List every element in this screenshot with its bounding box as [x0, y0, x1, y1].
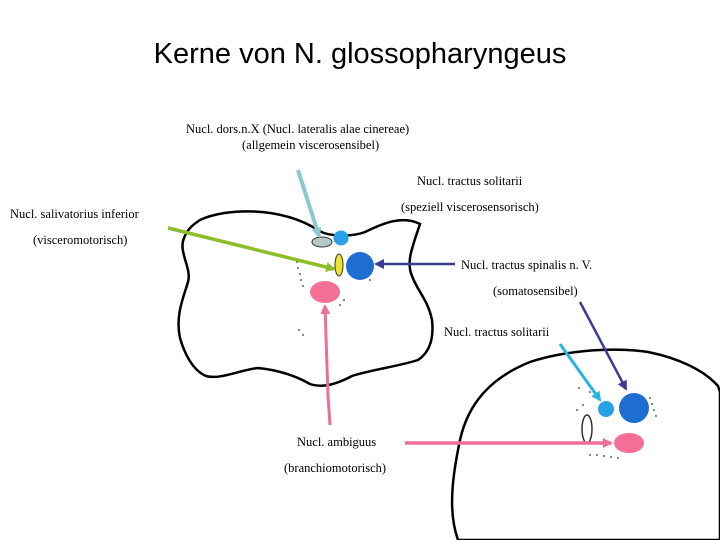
label-ambiguus: Nucl. ambiguus	[297, 435, 377, 449]
medulla-cross-section-outline	[177, 210, 434, 387]
nucleus-tractus-solitarii	[333, 230, 349, 246]
nucleus-ambiguus	[310, 281, 340, 303]
arrow-salivatorius	[167, 226, 336, 272]
nucleus-ambiguus-lower	[614, 433, 644, 453]
nucleus-outline-lower	[581, 414, 593, 444]
label-salivatorius-subtitle: (visceromotorisch)	[33, 233, 128, 247]
label-salivatorius: Nucl. salivatorius inferior	[10, 207, 139, 221]
page-title: Kerne von N. glossopharyngeus	[153, 38, 567, 70]
arrow-solitarii-lower	[558, 343, 602, 402]
label-solitarii-lower: Nucl. tractus solitarii	[444, 325, 550, 339]
arrow-spinalis-lower	[578, 301, 628, 391]
nucleus-salivatorius-inferior	[334, 253, 344, 277]
arrow-ambiguus-upper	[320, 304, 332, 426]
label-tractus-spinalis-subtitle: (somatosensibel)	[493, 284, 578, 298]
label-dors-n-x: Nucl. dors.n.X (Nucl. lateralis alae cin…	[186, 122, 410, 136]
label-solitarii: Nucl. tractus solitarii	[417, 174, 523, 188]
nucleus-tractus-solitarii-lower	[598, 401, 614, 417]
nucleus-tractus-spinalis	[346, 252, 374, 280]
dotted-outline-marks	[296, 261, 657, 459]
pons-cross-section-outline	[450, 348, 720, 540]
label-tractus-spinalis: Nucl. tractus spinalis n. V.	[461, 258, 593, 272]
arrow-dors-n-x	[296, 169, 322, 238]
nucleus-tractus-spinalis-lower	[619, 393, 649, 423]
label-solitarii-subtitle: (speziell viscerosensorisch)	[401, 200, 539, 214]
nucleus-dors-n-x	[311, 236, 333, 248]
label-ambiguus-subtitle: (branchiomotorisch)	[284, 461, 387, 475]
label-dors-n-x-subtitle: (allgemein viscerosensibel)	[242, 138, 380, 152]
